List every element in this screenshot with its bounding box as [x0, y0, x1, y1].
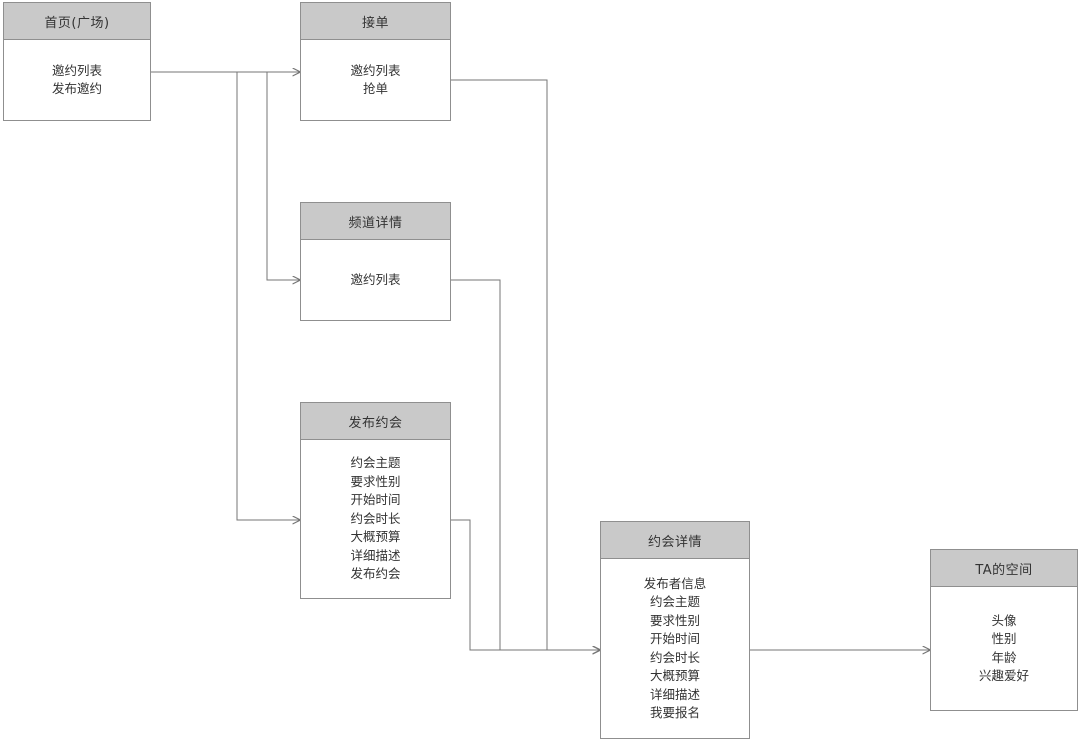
node-item: 要求性别 — [649, 612, 700, 628]
node-item: 约会主题 — [649, 594, 700, 609]
edge-home-to-publish-date — [151, 71, 300, 520]
node-item: 头像 — [991, 612, 1017, 628]
node-item-list: 发布者信息约会主题要求性别开始时间约会时长大概预算详细描述我要报名 — [601, 559, 749, 738]
node-item: 兴趣爱好 — [978, 668, 1029, 683]
node-item: 约会时长 — [350, 510, 401, 526]
node-title: TA的空间 — [931, 550, 1077, 587]
flow-node-publish-date[interactable]: 发布约会 约会主题要求性别开始时间约会时长大概预算详细描述发布约会 — [300, 402, 451, 599]
node-item: 抢单 — [362, 81, 388, 96]
node-item: 详细描述 — [649, 686, 700, 702]
node-item: 发布约会 — [350, 566, 401, 582]
flow-node-home-plaza[interactable]: 首页(广场) 邀约列表发布邀约 — [3, 2, 151, 121]
node-title: 发布约会 — [301, 403, 450, 440]
flow-node-channel-detail[interactable]: 频道详情 邀约列表 — [300, 202, 451, 321]
node-item: 开始时间 — [350, 492, 401, 508]
node-title: 接单 — [301, 3, 450, 40]
flow-node-take-order[interactable]: 接单 邀约列表抢单 — [300, 2, 451, 121]
node-item: 性别 — [991, 631, 1017, 646]
edge-take-order-to-date-detail — [451, 79, 600, 650]
node-item: 要求性别 — [350, 473, 401, 489]
node-item: 约会时长 — [649, 649, 700, 665]
node-item: 开始时间 — [649, 631, 700, 646]
node-item-list: 邀约列表 — [301, 240, 450, 320]
node-title: 频道详情 — [301, 203, 450, 240]
flow-node-date-detail[interactable]: 约会详情 发布者信息约会主题要求性别开始时间约会时长大概预算详细描述我要报名 — [600, 521, 750, 739]
edge-channel-detail-to-date-detail — [451, 279, 600, 650]
edge-home-to-channel-detail — [151, 71, 300, 280]
node-item: 发布邀约 — [51, 81, 102, 96]
node-title: 约会详情 — [601, 522, 749, 559]
node-item: 大概预算 — [350, 529, 401, 545]
node-title: 首页(广场) — [4, 3, 150, 40]
edge-publish-date-to-date-detail — [451, 519, 600, 650]
node-item-list: 邀约列表抢单 — [301, 40, 450, 120]
node-item: 年龄 — [991, 649, 1017, 665]
node-item: 邀约列表 — [350, 62, 401, 78]
node-item-list: 约会主题要求性别开始时间约会时长大概预算详细描述发布约会 — [301, 440, 450, 598]
flow-node-ta-space[interactable]: TA的空间 头像性别年龄兴趣爱好 — [930, 549, 1078, 711]
node-item: 邀约列表 — [51, 62, 102, 78]
node-item: 我要报名 — [649, 705, 700, 720]
node-item: 邀约列表 — [350, 271, 401, 287]
node-item: 发布者信息 — [643, 575, 707, 591]
node-item-list: 头像性别年龄兴趣爱好 — [931, 587, 1077, 710]
node-item: 约会主题 — [350, 455, 401, 471]
node-item-list: 邀约列表发布邀约 — [4, 40, 150, 120]
node-item: 大概预算 — [649, 668, 700, 683]
node-item: 详细描述 — [350, 547, 401, 563]
